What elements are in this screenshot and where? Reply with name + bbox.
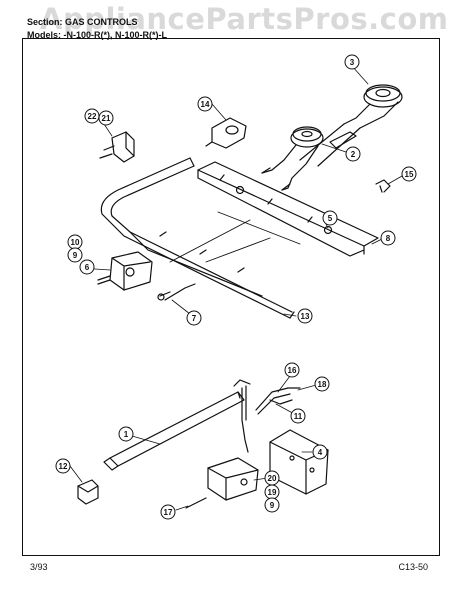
bracket-4: [269, 429, 329, 495]
screw: [159, 283, 196, 301]
mount-bracket: [99, 131, 135, 163]
pilot-valve: [207, 457, 259, 501]
manifold-bracket: [197, 161, 379, 257]
callout-18: 18: [314, 376, 330, 392]
orifice-fitting: [205, 117, 247, 149]
callout-16: 16: [284, 362, 300, 378]
svg-text:19: 19: [268, 488, 277, 497]
callout-1: 1: [118, 426, 134, 442]
models-line: Models: -N-100-R(*), N-100-R(*)-L: [27, 30, 168, 40]
svg-text:15: 15: [405, 170, 414, 179]
svg-text:3: 3: [350, 58, 355, 67]
callout-3: 3: [344, 54, 360, 70]
valve: [97, 251, 153, 291]
svg-text:2: 2: [351, 150, 356, 159]
svg-text:14: 14: [201, 100, 210, 109]
callout-20: 20: [264, 470, 280, 486]
bracket-12: [77, 479, 99, 505]
callout-9-upper: 9: [67, 247, 83, 263]
svg-text:9: 9: [270, 501, 275, 510]
footer-page-code: C13-50: [398, 562, 428, 572]
svg-text:9: 9: [73, 251, 78, 260]
svg-text:8: 8: [386, 234, 391, 243]
callout-17: 17: [160, 504, 176, 520]
manifold-pipe: [100, 157, 295, 319]
svg-text:4: 4: [318, 448, 323, 457]
svg-text:5: 5: [328, 214, 333, 223]
callout-11: 11: [290, 408, 306, 424]
callout-22: 22: [84, 108, 100, 124]
svg-text:22: 22: [88, 112, 97, 121]
svg-text:17: 17: [164, 508, 173, 517]
svg-text:18: 18: [318, 380, 327, 389]
callout-8: 8: [380, 230, 396, 246]
svg-text:6: 6: [85, 263, 90, 272]
svg-text:12: 12: [59, 462, 68, 471]
svg-text:7: 7: [192, 314, 197, 323]
footer-date: 3/93: [30, 562, 48, 572]
diagram-frame: [22, 38, 440, 556]
svg-text:20: 20: [268, 474, 277, 483]
callout-2: 2: [345, 146, 361, 162]
svg-text:1: 1: [124, 430, 129, 439]
svg-text:16: 16: [288, 366, 297, 375]
callout-13: 13: [297, 308, 313, 324]
burner-tube: [103, 379, 251, 471]
callout-19: 19: [264, 484, 280, 500]
callout-4: 4: [312, 444, 328, 460]
svg-text:13: 13: [301, 312, 310, 321]
callout-7: 7: [186, 310, 202, 326]
watermark: AppliancePartsPros.com: [40, 2, 449, 36]
svg-text:11: 11: [294, 412, 303, 421]
svg-text:10: 10: [71, 238, 80, 247]
callout-15: 15: [401, 166, 417, 182]
callout-6: 6: [79, 259, 95, 275]
callout-5: 5: [322, 210, 338, 226]
callout-21: 21: [98, 110, 114, 126]
callout-12: 12: [55, 458, 71, 474]
callout-10: 10: [67, 234, 83, 250]
clip: [375, 179, 391, 193]
callout-14: 14: [197, 96, 213, 112]
burner-assembly: [261, 84, 403, 191]
callout-9-lower: 9: [264, 497, 280, 513]
screw-17: [185, 497, 207, 509]
svg-text:21: 21: [102, 114, 111, 123]
section-title: Section: GAS CONTROLS: [27, 17, 138, 27]
